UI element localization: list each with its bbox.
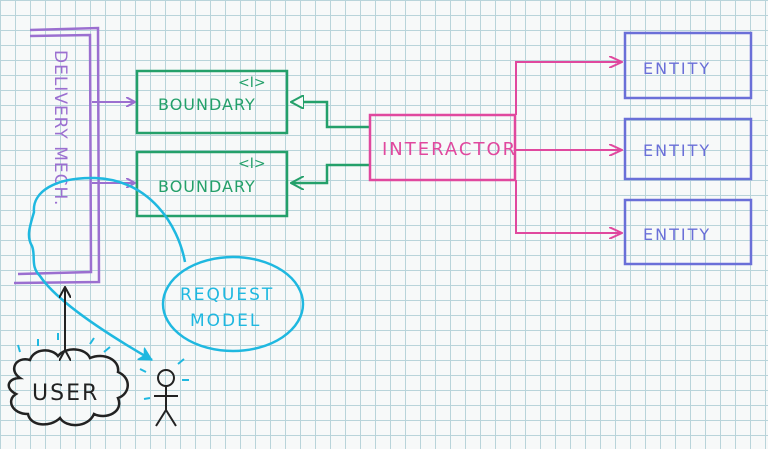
boundary-label: BOUNDARY <box>158 177 256 196</box>
boundary-label: BOUNDARY <box>158 95 256 114</box>
sparkle-marks <box>17 333 189 400</box>
entity-label: ENTITY <box>643 59 711 78</box>
arrow-interactor-implements-boundary <box>291 102 370 129</box>
interface-tag: <I> <box>238 75 266 91</box>
interface-tag: <I> <box>238 156 266 172</box>
arrow-interactor-to-entity-3 <box>515 180 622 233</box>
entity-label: ENTITY <box>643 225 711 244</box>
user-cloud: USER <box>7 348 129 427</box>
boundary-box-2: <I> BOUNDARY <box>135 150 289 218</box>
delivery-label: DELIVERY MECH. <box>50 50 70 206</box>
entity-box-1: ENTITY <box>623 31 753 100</box>
request-model-flow: REQUEST MODEL <box>27 176 305 362</box>
interactor-label: INTERACTOR <box>382 139 517 160</box>
arrow-interactor-to-boundary-2 <box>291 163 370 183</box>
delivery-inner-bracket <box>17 33 93 276</box>
entity-label: ENTITY <box>643 141 711 160</box>
cloud-icon <box>7 348 129 427</box>
entity-box-3: ENTITY <box>623 198 753 266</box>
request-model-line2: MODEL <box>190 311 261 331</box>
entity-box-2: ENTITY <box>623 117 753 181</box>
user-label: USER <box>32 381 99 406</box>
delivery-outer-bracket <box>13 26 101 285</box>
interactor-box: INTERACTOR <box>368 113 517 182</box>
arrow-interactor-to-entity-1 <box>515 62 622 115</box>
stick-figure-icon <box>154 369 178 427</box>
boundary-box-1: <I> BOUNDARY <box>135 69 289 135</box>
delivery-mechanism: DELIVERY MECH. <box>13 26 101 285</box>
request-model-line1: REQUEST <box>180 285 274 305</box>
request-model-path <box>27 176 187 362</box>
request-model-bubble <box>161 255 305 353</box>
